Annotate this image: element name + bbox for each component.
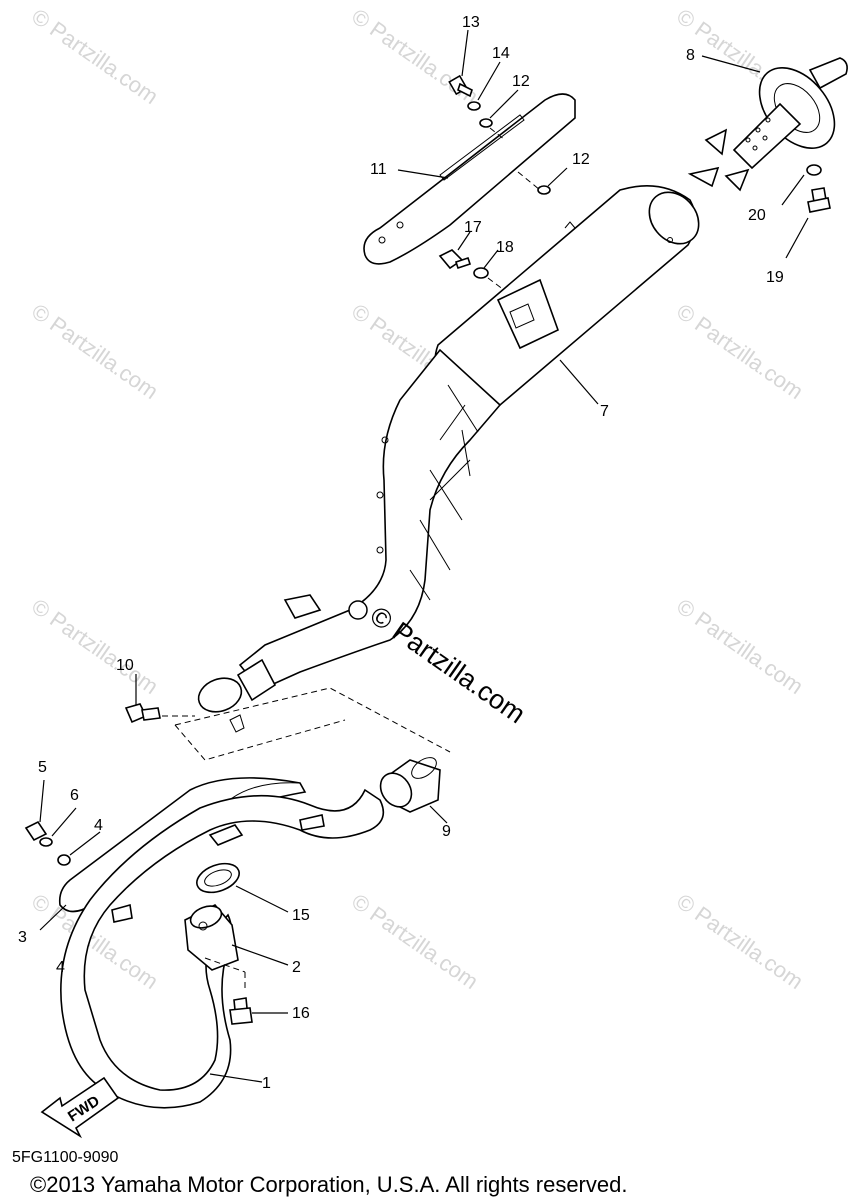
part-6-washer <box>39 807 77 847</box>
part-number-label: 4 <box>56 959 65 976</box>
part-number-label: 5 <box>38 759 47 776</box>
part-7-muffler <box>434 184 700 413</box>
part-number-label: 6 <box>70 787 79 804</box>
part-number-label: 8 <box>686 47 695 64</box>
part-16-screw <box>229 997 288 1025</box>
part-number-label: 1 <box>262 1075 271 1092</box>
watermark: © Partzilla.com <box>27 594 163 700</box>
part-number-label: 16 <box>292 1005 310 1022</box>
part-9-sleeve <box>379 757 448 824</box>
partzilla-stamp: © Partzilla.com <box>348 600 531 729</box>
part-number-label: 2 <box>292 959 301 976</box>
part-number-label: 3 <box>18 929 27 946</box>
part-5-bolt <box>24 779 48 842</box>
part-17-bolt <box>438 231 472 270</box>
watermark-large: © Partzilla.com <box>365 600 531 729</box>
part-number-label: 15 <box>292 907 310 924</box>
part-number-label: 13 <box>462 14 480 31</box>
part-number-label: 7 <box>600 403 609 420</box>
part-15-gasket <box>196 862 289 913</box>
watermark: © Partzilla.com <box>27 4 163 110</box>
part-number-label: 12 <box>572 151 590 168</box>
part-4-collar <box>57 831 101 866</box>
fwd-arrow-icon: FWD <box>40 1076 120 1139</box>
part-number-label: 14 <box>492 45 510 62</box>
alignment-frame <box>174 687 451 761</box>
part-number-label: 17 <box>464 219 482 236</box>
copyright-notice: ©2013 Yamaha Motor Corporation, U.S.A. A… <box>30 1172 627 1197</box>
part-20-washer <box>781 164 822 206</box>
part-19-screw <box>785 187 831 259</box>
part-14-washer <box>467 61 501 111</box>
part-8-spark-arrester <box>687 55 848 192</box>
muffler-pipe <box>197 348 502 733</box>
watermark: © Partzilla.com <box>672 594 808 700</box>
part-number-label: 11 <box>370 161 387 178</box>
watermark: © Partzilla.com <box>27 299 163 405</box>
part-number-label: 12 <box>512 73 530 90</box>
part-12-collar-mid <box>537 167 568 195</box>
watermark: © Partzilla.com <box>347 889 483 995</box>
part-2-flange <box>184 904 289 990</box>
part-12-collar-top <box>479 89 519 128</box>
part-number-label: 18 <box>496 239 514 256</box>
part-number-label: 20 <box>748 207 766 224</box>
watermark: © Partzilla.com <box>672 299 808 405</box>
part-11-bracket <box>363 93 576 265</box>
part-number-label: 9 <box>442 823 451 840</box>
part-13-bolt <box>448 29 473 98</box>
part-18-washer <box>473 249 513 297</box>
diagram-code: 5FG1100-9090 <box>12 1149 119 1166</box>
part-10-bolt <box>124 674 195 724</box>
part-number-label: 4 <box>94 817 103 834</box>
part-number-label: 19 <box>766 269 784 286</box>
part-number-label: 10 <box>116 657 134 674</box>
watermark: © Partzilla.com <box>672 889 808 995</box>
